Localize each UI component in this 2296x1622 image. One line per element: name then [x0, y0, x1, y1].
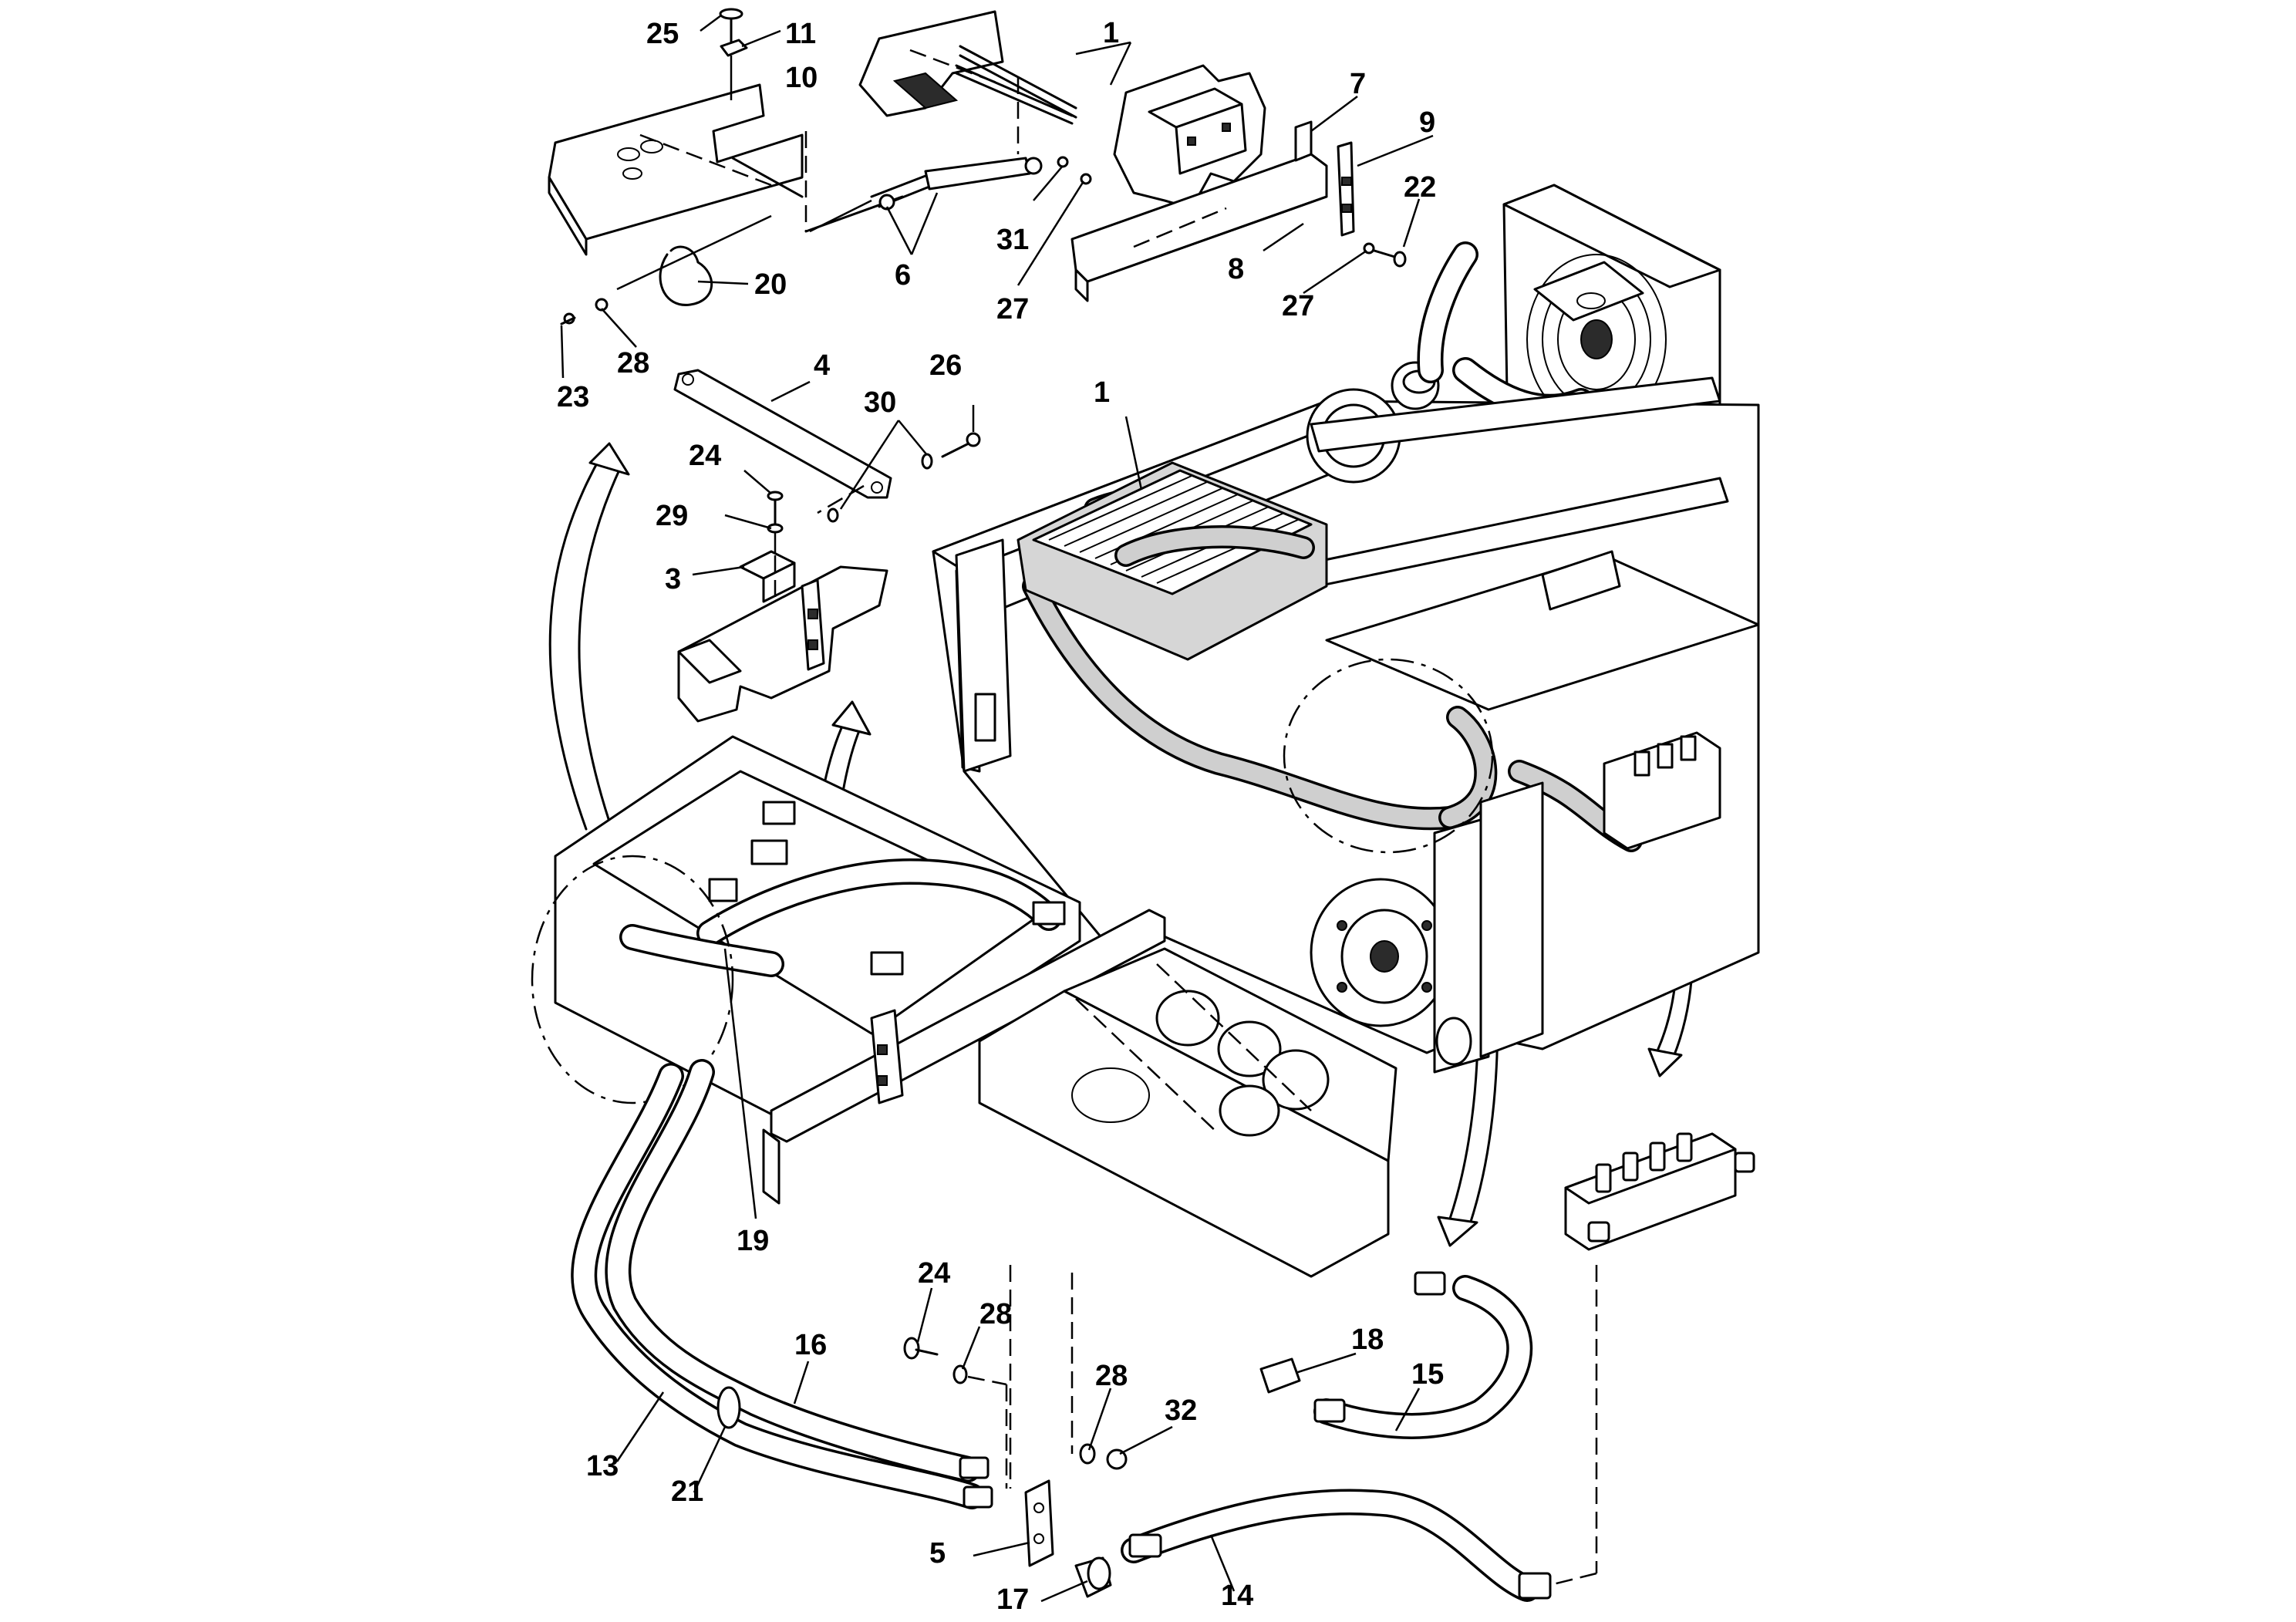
callout-30: 30: [864, 386, 897, 419]
hose-14: [1121, 1489, 1552, 1602]
callout-10: 10: [785, 62, 818, 94]
washer-28-lower: [952, 1364, 1008, 1489]
lower-tray: [554, 735, 1166, 1205]
callout-28-lower: 28: [1095, 1360, 1128, 1392]
bolt-26: [941, 432, 981, 458]
latch-9: [1337, 141, 1355, 237]
fitting-18: [1259, 1357, 1301, 1394]
callout-32: 32: [1165, 1394, 1198, 1427]
elbow-17: [1074, 1556, 1112, 1598]
hose-13: [571, 1063, 985, 1509]
callout-17: 17: [996, 1583, 1030, 1616]
callout-1-mid: 1: [1094, 376, 1111, 409]
valve-manifold: [1549, 1132, 1755, 1587]
callout-3: 3: [665, 563, 682, 595]
nut-32: [1070, 1273, 1128, 1470]
bracket-7: [1294, 120, 1313, 162]
callout-11: 11: [785, 18, 817, 50]
callout-8: 8: [1228, 253, 1245, 285]
cover-plate-10: [548, 83, 904, 256]
callout-19: 19: [737, 1225, 770, 1257]
callout-26: 26: [929, 349, 963, 382]
callout-25: 25: [646, 18, 679, 50]
callout-24-bottom: 24: [918, 1257, 951, 1290]
curved-arrow-icon: [548, 442, 630, 835]
callout-5: 5: [929, 1537, 946, 1570]
bolt-24-upper: [767, 491, 784, 555]
callout-4: 4: [814, 349, 831, 382]
callout-21: 21: [671, 1475, 704, 1508]
detail-circle-icon: [1283, 658, 1494, 854]
callout-29: 29: [656, 500, 689, 532]
callout-28-top: 28: [617, 347, 650, 379]
callout-22: 22: [1404, 171, 1437, 204]
callout-1-top: 1: [1103, 17, 1120, 49]
bolt-24-lower: [903, 1337, 939, 1360]
callout-27-left: 27: [996, 293, 1030, 325]
callout-31: 31: [996, 224, 1030, 256]
cover-1-right: [1113, 64, 1266, 210]
hose-15: [1313, 1271, 1533, 1439]
cover-1-left: [858, 10, 1074, 125]
bolt-22: [1363, 242, 1407, 268]
callout-16: 16: [794, 1329, 828, 1361]
callout-14: 14: [1221, 1580, 1254, 1612]
hose-16: [605, 1059, 981, 1482]
screw-25: [719, 8, 748, 100]
callout-20: 20: [754, 268, 787, 301]
bracket-3: [739, 550, 796, 625]
gas-spring-6: [809, 156, 1092, 233]
bulkhead-plate-5: [1009, 1265, 1054, 1567]
clamp-20: [560, 214, 772, 325]
callout-23: 23: [557, 381, 590, 413]
callout-6: 6: [895, 259, 912, 292]
callout-9: 9: [1419, 106, 1436, 139]
pump-plate: [978, 947, 1397, 1278]
callout-27-right: 27: [1282, 290, 1315, 322]
machine-frame: [932, 184, 1760, 1074]
callout-7: 7: [1350, 68, 1367, 100]
tray-cover: [677, 565, 888, 723]
rod-1: [959, 45, 1077, 154]
hose-sleeve-21: [716, 1386, 741, 1429]
leader-lines: [560, 14, 1434, 1603]
callout-13: 13: [586, 1450, 619, 1482]
hose-fittings: [959, 1456, 993, 1509]
callout-15: 15: [1411, 1358, 1445, 1391]
callout-28-bottom: 28: [979, 1298, 1013, 1330]
strap-4: [673, 369, 892, 514]
callout-24-top: 24: [689, 440, 722, 472]
callout-18: 18: [1351, 1324, 1384, 1356]
detail-circle-icon: [531, 855, 734, 1104]
